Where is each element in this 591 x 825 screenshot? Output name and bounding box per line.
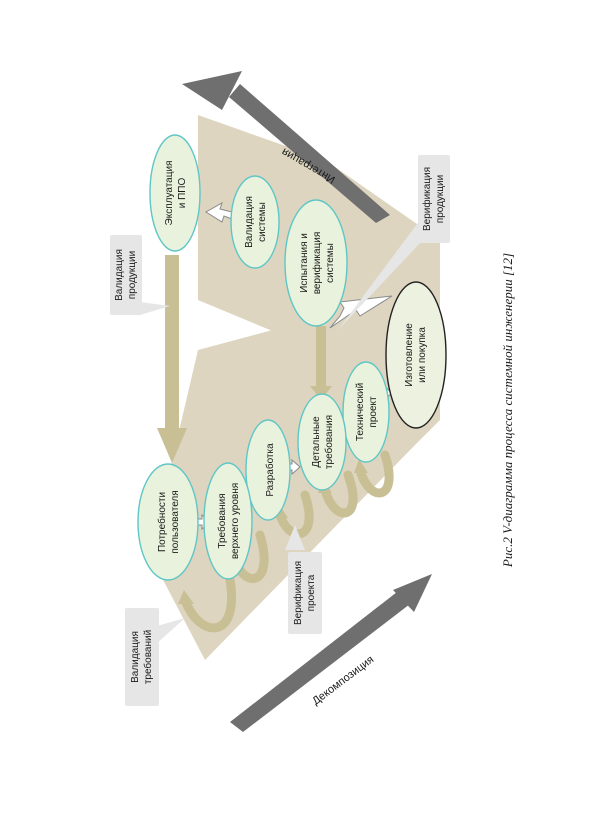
callout-requirements-validation-line1: Валидация [130,631,141,683]
figure-caption: Рис.2 V-диаграмма процесса системной инж… [500,253,515,568]
callout-requirements-validation: Валидация требований [125,608,185,706]
node-user-needs-line2: пользователя [170,490,181,553]
node-detailed-line2: требования [323,415,335,469]
node-detailed-line1: Детальные [311,416,322,468]
callout-product-verification: Верификация продукции [338,155,450,330]
callout-product-validation-line2: продукции [127,251,138,299]
node-top-level-requirements: Требования верхнего уровня [203,462,253,580]
callout-product-validation: Валидация продукции [110,235,170,315]
testing-to-detailed-arrow [310,326,332,400]
node-user-needs: Потребности пользователя [137,463,199,581]
node-development: Разработка [245,419,291,521]
node-testing-line1: Испытания и [299,233,310,293]
callout-product-validation-line1: Валидация [114,249,125,301]
node-top-level-line1: Требования [216,493,228,548]
callout-requirements-validation-line2: требований [142,630,154,684]
node-manufacture: Изготовление или покупка [385,281,447,429]
node-tech-project-line1: Технический [355,383,366,441]
node-operation-line1: Эксплуатация [164,161,175,226]
node-top-level-line2: верхнего уровня [230,483,241,559]
integration-arrow [182,71,390,223]
node-user-needs-line1: Потребности [156,492,168,552]
node-tech-project: Технический проект [342,361,390,463]
node-tech-project-line2: проект [368,396,379,428]
callout-product-verification-line2: продукции [435,175,446,223]
callout-project-verification-line1: Верификация [292,561,304,625]
node-testing-line3: системы [325,243,336,283]
node-manufacture-line2: или покупка [417,327,428,383]
callout-project-verification-line2: проекта [306,574,317,611]
node-testing: Испытания и верификация системы [284,199,348,327]
product-validation-arrow [157,255,187,463]
callout-product-verification-line1: Верификация [421,167,433,231]
node-testing-line2: верификация [311,232,323,295]
node-detailed-requirements: Детальные требования [297,393,347,491]
callout-project-verification: Верификация проекта [285,525,322,634]
node-validation-line1: Валидация [244,196,255,248]
node-manufacture-line1: Изготовление [404,323,415,387]
node-validation-line2: системы [257,202,268,242]
node-development-line1: Разработка [264,443,276,497]
node-operation: Эксплуатация и ППО [149,134,201,252]
decomposition-arrow [230,574,432,732]
node-operation-line2: и ППО [177,178,188,209]
node-validation: Валидация системы [230,175,280,269]
